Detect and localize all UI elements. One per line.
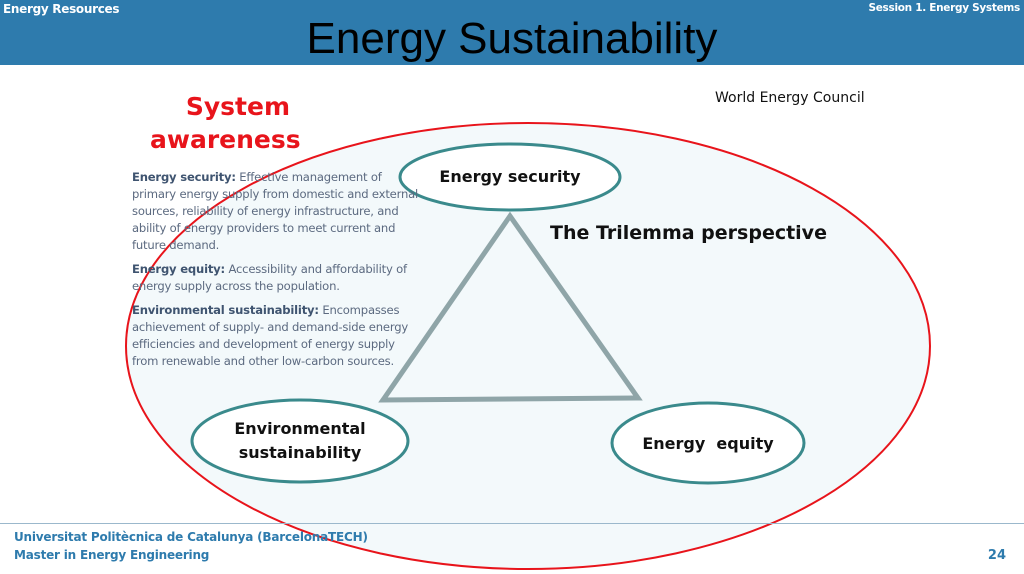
program-name: Master in Energy Engineering bbox=[14, 548, 210, 562]
environmental-ellipse bbox=[190, 398, 410, 484]
header-bar: Energy Resources Session 1. Energy Syste… bbox=[0, 0, 1024, 65]
definition-environmental: Environmental sustainability: Encompasse… bbox=[132, 302, 422, 370]
term: Energy security: bbox=[132, 170, 236, 184]
page-number: 24 bbox=[987, 548, 1006, 563]
trilemma-triangle bbox=[378, 211, 643, 403]
footer-divider bbox=[0, 523, 1024, 524]
course-name: Energy Resources bbox=[3, 2, 120, 16]
session-name: Session 1. Energy Systems bbox=[868, 2, 1020, 14]
energy-security-ellipse bbox=[398, 142, 622, 212]
definition-security: Energy security: Effective management of… bbox=[132, 169, 422, 254]
definition-text: Accessibility and affordability of energ… bbox=[132, 262, 407, 293]
source-label: World Energy Council bbox=[715, 90, 865, 106]
trilemma-label: The Trilemma perspective bbox=[550, 222, 827, 244]
definition-text: Effective management of primary energy s… bbox=[132, 170, 419, 252]
energy-equity-ellipse bbox=[610, 401, 806, 485]
system-awareness-label: System awareness bbox=[150, 92, 301, 154]
term: Environmental sustainability: bbox=[132, 303, 319, 317]
definitions: Energy security: Effective management of… bbox=[132, 169, 422, 377]
node-environmental: Environmental sustainability bbox=[234, 419, 366, 462]
university-name: Universitat Politècnica de Catalunya (Ba… bbox=[14, 530, 368, 544]
term: Energy equity: bbox=[132, 262, 225, 276]
definition-text: Encompasses achievement of supply- and d… bbox=[132, 303, 409, 368]
node-energy-security: Energy security bbox=[439, 167, 581, 186]
definition-equity: Energy equity: Accessibility and afforda… bbox=[132, 261, 422, 295]
slide-title: Energy Sustainability bbox=[306, 14, 718, 63]
node-energy-equity: Energy equity bbox=[642, 434, 774, 453]
